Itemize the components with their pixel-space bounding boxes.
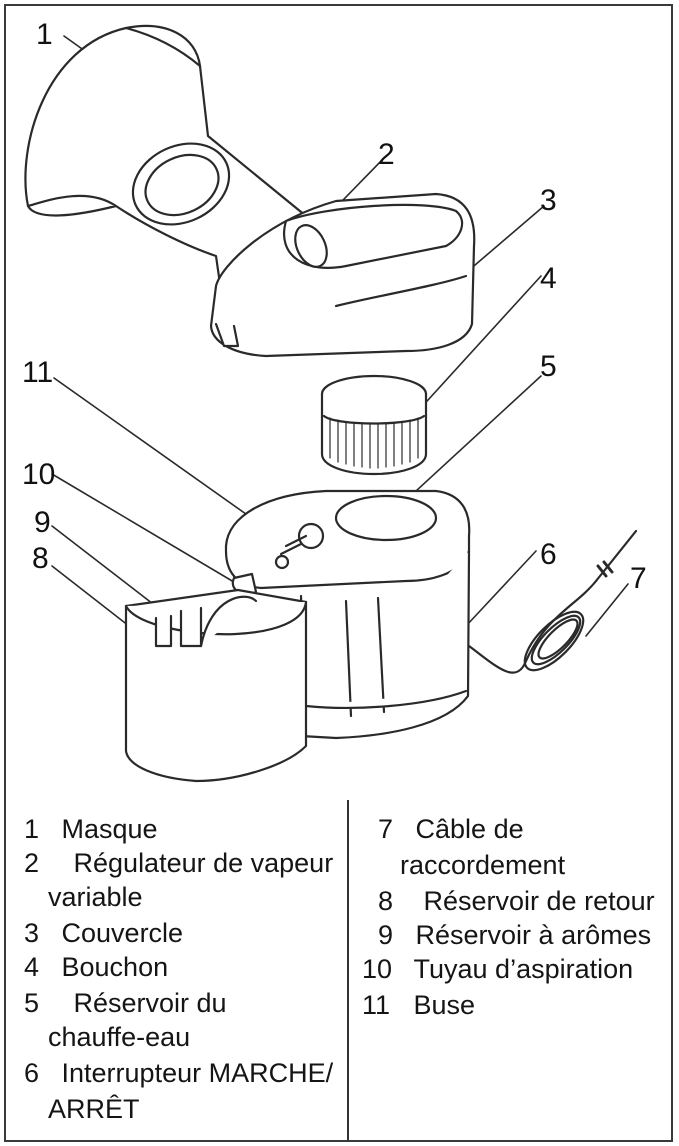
- callout-11: 11: [22, 356, 54, 389]
- callout-6: 6: [540, 538, 557, 571]
- cable-part: [467, 529, 638, 674]
- legend-item-3: 3 Couvercle: [24, 918, 184, 948]
- legend-item-4: 4 Bouchon: [24, 952, 169, 982]
- inhaler-exploded-drawing: [24, 24, 638, 783]
- base-part: [224, 489, 471, 740]
- mask-part: [24, 24, 308, 293]
- callout-10: 10: [22, 458, 56, 491]
- callout-4: 4: [540, 262, 557, 295]
- legend-item-9: 9 Réservoir à arômes: [378, 920, 652, 950]
- callout-1: 1: [36, 18, 53, 51]
- callout-3: 3: [540, 184, 557, 217]
- callout-9: 9: [34, 506, 51, 539]
- callout-8: 8: [32, 542, 49, 575]
- legend-item-8: 8 Réservoir de retour: [378, 886, 655, 916]
- legend-item-11: 11 Buse: [362, 990, 476, 1020]
- lid-part: [209, 192, 476, 358]
- legend-item-6: 6 Interrupteur MARCHE/: [24, 1058, 334, 1088]
- callout-5: 5: [540, 350, 557, 383]
- cap-part: [320, 374, 428, 476]
- legend-item-5-line2: chauffe-eau: [48, 1022, 191, 1052]
- legend-item-2-line2: variable: [48, 882, 143, 912]
- legend-item-1: 1 Masque: [24, 814, 158, 844]
- legend-item-7-line2: raccordement: [400, 850, 566, 880]
- legend-item-7: 7 Câble de: [378, 814, 524, 844]
- legend-item-5: 5 Réservoir du: [24, 988, 227, 1018]
- front-reservoir: [124, 588, 308, 783]
- legend-item-10: 10 Tuyau d’aspiration: [362, 954, 634, 984]
- callout-2: 2: [378, 138, 395, 171]
- legend-item-2: 2 Régulateur de vapeur: [24, 848, 334, 878]
- callout-7: 7: [630, 562, 647, 595]
- legend-item-6-line2: ARRÊT: [48, 1094, 140, 1124]
- legend-divider: [347, 800, 349, 1140]
